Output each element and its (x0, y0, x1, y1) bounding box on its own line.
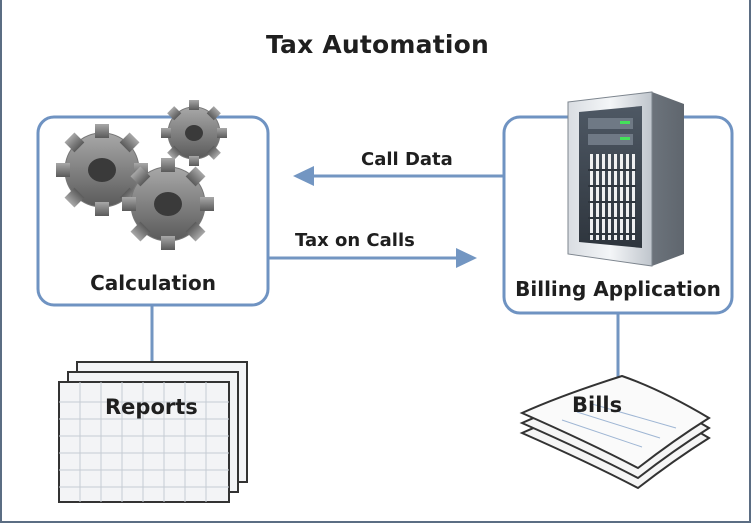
call-data-label: Call Data (361, 149, 453, 170)
reports-label: Reports (105, 395, 198, 419)
server-icon (567, 91, 684, 267)
paper-stack-icon (519, 374, 711, 490)
spreadsheet-stack-icon (58, 361, 248, 503)
billing-label: Billing Application (515, 277, 721, 301)
bills-label: Bills (572, 393, 623, 417)
tax-on-calls-label: Tax on Calls (295, 230, 415, 251)
call-data-arrow (293, 166, 505, 186)
calculation-label: Calculation (90, 271, 216, 295)
tax-on-calls-arrow (268, 248, 477, 268)
diagram-title: Tax Automation (265, 30, 489, 59)
